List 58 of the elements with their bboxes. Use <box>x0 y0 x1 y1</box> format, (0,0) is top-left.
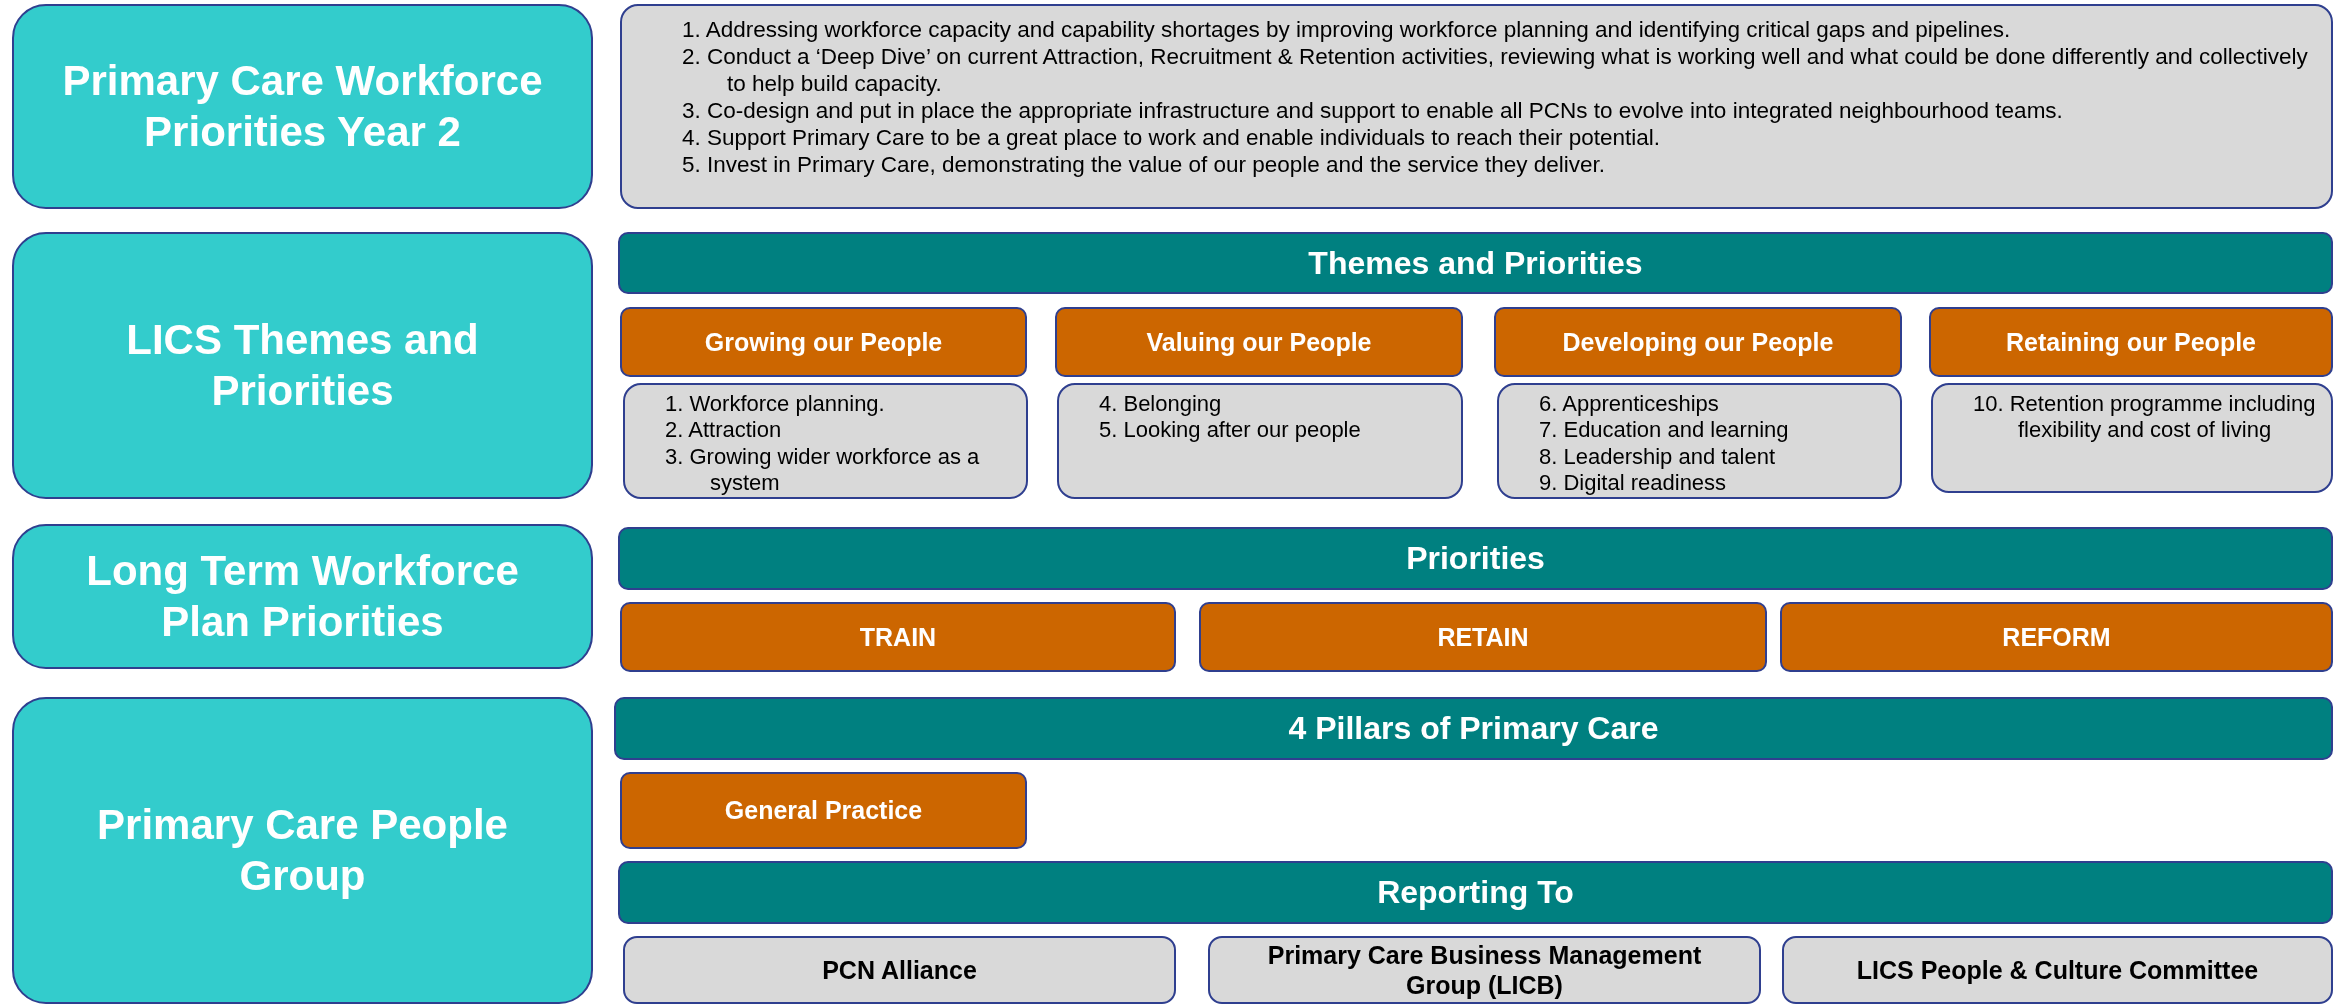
section-title-box <box>12 232 593 499</box>
section-header-bar <box>618 527 2333 590</box>
category-box <box>1199 602 1767 672</box>
list-box <box>1497 383 1902 499</box>
section-title-box <box>12 697 593 1004</box>
header-text: Priorities <box>1406 540 1545 577</box>
reporting-label: PCN Alliance <box>822 955 977 985</box>
category-label: Retaining our People <box>2006 327 2256 357</box>
list-item: 9. Digital readiness <box>1539 470 1728 497</box>
category-label: REFORM <box>2002 622 2111 652</box>
section-header-bar <box>618 861 2333 924</box>
section-title: Primary Care People Group <box>96 800 509 901</box>
category-label: General Practice <box>724 796 923 825</box>
category-label: Developing our People <box>1562 327 1834 357</box>
reporting-box <box>1208 936 1761 1004</box>
reporting-label: Primary Care Business Management Group (LICB) <box>1266 940 1703 1000</box>
list-item: 4. Support Primary Care to be a great place to work and enable individuals to reach their potential. <box>682 124 1662 151</box>
list-item: 5. Invest in Primary Care, demonstrating the value of our people and the service they deliver. <box>682 151 1606 178</box>
section-header-bar <box>614 697 2333 760</box>
list-item: 6. Apprenticeships <box>1539 391 1720 418</box>
section-title: LICS Themes and Priorities <box>125 315 480 416</box>
section-title-box <box>12 524 593 669</box>
reporting-box <box>1782 936 2333 1004</box>
list-box <box>623 383 1028 499</box>
header-text: Themes and Priorities <box>1308 244 1643 282</box>
section-header-bar <box>618 232 2333 294</box>
list-item: 4. Belonging <box>1099 391 1223 418</box>
category-box <box>620 772 1027 849</box>
category-box <box>1780 602 2333 672</box>
category-box <box>1494 307 1902 377</box>
list-item: 8. Leadership and talent <box>1539 443 1777 471</box>
list-box <box>1057 383 1463 499</box>
list-item: 10. Retention programme including flexibility and cost of living <box>1973 391 2317 444</box>
category-label: TRAIN <box>859 622 937 652</box>
list-item: 3. Growing wider workforce as a system <box>665 443 981 497</box>
list-item: 7. Education and learning <box>1539 417 1790 444</box>
reporting-label: LICS People & Culture Committee <box>1856 955 2259 985</box>
category-label: RETAIN <box>1437 622 1529 652</box>
category-box <box>1929 307 2333 377</box>
section-title: Long Term Workforce Plan Priorities <box>85 546 520 647</box>
header-text: Reporting To <box>1377 874 1574 911</box>
list-item: 2. Conduct a ‘Deep Dive’ on current Attraction, Recruitment & Retention activities, reviewing what is working well and what could be done differently and collectively to help build capacity. <box>682 43 2309 97</box>
category-label: Growing our People <box>704 327 943 357</box>
list-item: 3. Co-design and put in place the appropriate infrastructure and support to enable all PCNs to evolve into integrated neighbourhood teams. <box>682 97 2064 124</box>
section-title: Primary Care Workforce Priorities Year 2 <box>61 56 544 157</box>
list-box <box>620 4 2333 209</box>
list-item: 1. Workforce planning. <box>665 391 886 418</box>
list-item: 2. Attraction <box>665 417 783 444</box>
section-title-box <box>12 4 593 209</box>
list-box <box>1931 383 2333 493</box>
category-box <box>1055 307 1463 377</box>
category-box <box>620 307 1027 377</box>
header-text: 4 Pillars of Primary Care <box>1288 710 1659 747</box>
list-item: 5. Looking after our people <box>1099 417 1362 444</box>
category-label: Valuing our People <box>1146 327 1372 357</box>
reporting-box <box>623 936 1176 1004</box>
list-item: 1. Addressing workforce capacity and capability shortages by improving workforce planning and identifying critical gaps and pipelines. <box>682 16 2012 43</box>
category-box <box>620 602 1176 672</box>
